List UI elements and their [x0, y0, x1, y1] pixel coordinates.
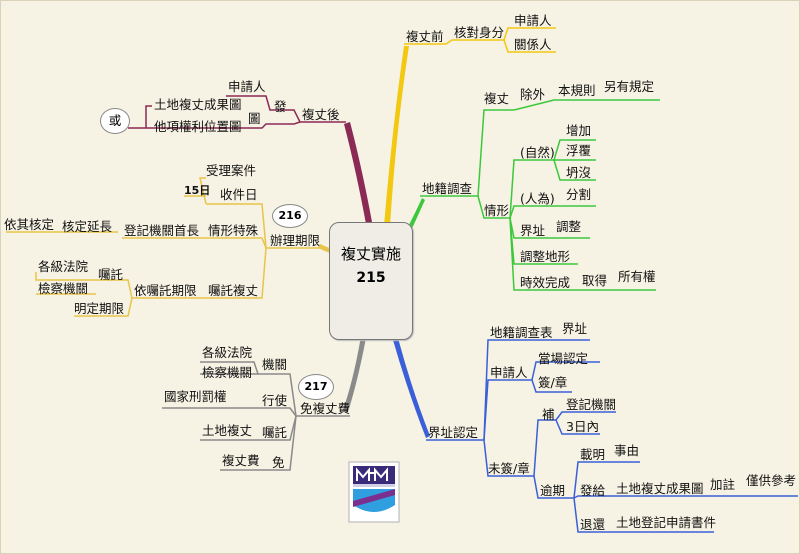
- node-issue-to[interactable]: 發給: [580, 483, 606, 498]
- node-after-applicant[interactable]: 申請人: [228, 79, 266, 94]
- node-exempt-fee[interactable]: 免複丈費: [300, 401, 351, 416]
- node-penal-power[interactable]: 國家刑罰權: [164, 389, 227, 404]
- node-exempt-word[interactable]: 免: [272, 455, 285, 470]
- node-registration-app[interactable]: 土地登記申請書件: [616, 515, 717, 530]
- node-bc-applicant[interactable]: 申請人: [490, 365, 528, 380]
- node-except[interactable]: 除外: [520, 87, 546, 102]
- node-table-boundary[interactable]: 界址: [562, 321, 588, 336]
- node-map[interactable]: 圖: [248, 111, 261, 126]
- node-accept-case[interactable]: 受理案件: [206, 163, 257, 178]
- node-special-case[interactable]: 情形特殊: [208, 223, 259, 238]
- node-this-rule[interactable]: 本規則: [558, 83, 596, 98]
- node-split[interactable]: 分割: [566, 187, 592, 202]
- node-survey-boundary[interactable]: 界址: [520, 223, 546, 238]
- node-onsite-confirm[interactable]: 當場認定: [538, 351, 589, 366]
- node-overdue[interactable]: 逾期: [540, 483, 566, 498]
- node-situation[interactable]: 情形: [484, 203, 510, 218]
- node-annotate[interactable]: 加註: [710, 477, 736, 492]
- node-adjust-terrain[interactable]: 調整地形: [520, 249, 571, 264]
- or-label: 或: [108, 113, 122, 128]
- node-agency[interactable]: 機關: [262, 357, 288, 372]
- node-natural[interactable]: (自然): [520, 145, 555, 160]
- node-exempt-entrust[interactable]: 囑託: [262, 425, 288, 440]
- node-approve-extension[interactable]: 核定延長: [62, 219, 113, 234]
- node-land-result-map[interactable]: 土地複丈成果圖: [154, 97, 242, 112]
- node-exempt-prosecutors[interactable]: 檢察機關: [202, 365, 253, 380]
- node-before[interactable]: 複丈前: [406, 29, 444, 44]
- branch-after: [344, 122, 372, 224]
- branch-boundary: [393, 338, 430, 438]
- node-adjust[interactable]: 調整: [556, 219, 582, 234]
- article-216: 216: [278, 209, 302, 222]
- node-exempt-courts[interactable]: 各級法院: [202, 345, 253, 360]
- node-courts[interactable]: 各級法院: [38, 259, 89, 274]
- node-signed[interactable]: 簽/章: [538, 375, 568, 390]
- node-entrust-short[interactable]: 囑託: [98, 267, 124, 282]
- node-exercise[interactable]: 行使: [262, 393, 288, 408]
- node-right-position-map[interactable]: 他項權利位置圖: [154, 119, 242, 134]
- node-unsigned[interactable]: 未簽/章: [488, 461, 530, 476]
- node-land-survey[interactable]: 土地複丈: [202, 423, 253, 438]
- node-applicant[interactable]: 申請人: [514, 13, 552, 28]
- boundary-lines: [426, 339, 798, 533]
- node-reason[interactable]: 事由: [614, 443, 640, 458]
- node-collapse[interactable]: 坍沒: [566, 165, 592, 180]
- node-specified-deadline[interactable]: 明定期限: [74, 301, 125, 316]
- node-ref-only[interactable]: 僅供參考: [746, 473, 797, 488]
- node-return[interactable]: 退還: [580, 517, 606, 532]
- node-boundary-confirm[interactable]: 界址認定: [428, 425, 479, 440]
- node-supplement[interactable]: 補: [542, 407, 555, 422]
- node-as-approved[interactable]: 依其核定: [4, 217, 55, 232]
- node-deadline[interactable]: 辦理期限: [270, 233, 321, 248]
- or-bubble: 或: [100, 108, 130, 134]
- node-human[interactable]: (人為): [520, 191, 555, 206]
- center-title: 複丈實施: [340, 245, 401, 263]
- node-per-entrust-deadline[interactable]: 依囑託期限: [134, 283, 197, 298]
- node-prosecutors[interactable]: 檢察機關: [38, 281, 89, 296]
- node-issue[interactable]: 發: [274, 99, 287, 114]
- node-cadastral-survey[interactable]: 地籍調查: [422, 181, 473, 196]
- node-survey-table[interactable]: 地籍調查表: [490, 325, 553, 340]
- node-resurvey[interactable]: 複丈: [484, 91, 510, 106]
- center-node[interactable]: 複丈實施 215: [329, 222, 413, 340]
- node-ownership[interactable]: 所有權: [618, 269, 656, 284]
- node-prescription[interactable]: 時效完成: [520, 275, 571, 290]
- node-related-party[interactable]: 關係人: [514, 37, 552, 52]
- branch-before: [384, 46, 409, 226]
- node-15-days[interactable]: 15日: [184, 184, 211, 197]
- node-registration-office[interactable]: 登記機關: [566, 397, 617, 412]
- node-check-identity[interactable]: 核對身分: [454, 25, 505, 40]
- node-resurface[interactable]: 浮覆: [566, 143, 592, 158]
- center-article: 215: [356, 270, 386, 286]
- node-receive-day[interactable]: 收件日: [220, 187, 258, 202]
- node-note[interactable]: 載明: [580, 447, 606, 462]
- node-result-map[interactable]: 土地複丈成果圖: [616, 481, 704, 496]
- node-increase[interactable]: 增加: [566, 123, 592, 138]
- node-acquire[interactable]: 取得: [582, 273, 608, 288]
- node-office-head[interactable]: 登記機關首長: [124, 223, 200, 238]
- node-other-rules[interactable]: 另有規定: [604, 79, 655, 94]
- institution-logo: [348, 461, 400, 523]
- node-entrusted-survey[interactable]: 囑託複丈: [208, 283, 259, 298]
- node-three-days[interactable]: 3日內: [566, 419, 599, 434]
- node-survey-fee[interactable]: 複丈費: [222, 453, 260, 468]
- article-217: 217: [304, 380, 328, 393]
- article-217-bubble: 217: [298, 374, 334, 400]
- article-216-bubble: 216: [272, 204, 308, 228]
- node-after[interactable]: 複丈後: [302, 107, 340, 122]
